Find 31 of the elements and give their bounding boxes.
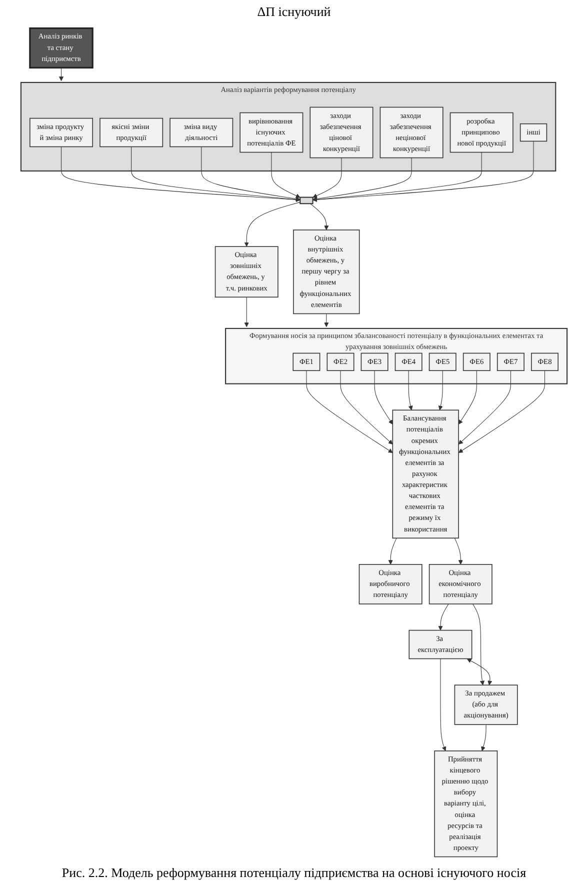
arrow — [481, 724, 486, 752]
arrow — [244, 296, 249, 328]
dimension-label: ΔП існуючий — [257, 4, 331, 19]
arrow — [61, 146, 300, 202]
arrow — [312, 152, 482, 202]
arrow — [312, 140, 534, 202]
arrow — [306, 370, 393, 453]
arrow — [324, 313, 329, 328]
arrow — [310, 203, 329, 230]
arrow — [312, 158, 342, 198]
arrow — [466, 658, 492, 686]
arrow — [458, 370, 511, 444]
arrow — [440, 658, 446, 752]
arrow — [472, 604, 485, 686]
arrow — [454, 538, 463, 565]
arrow — [438, 604, 449, 630]
arrow — [408, 370, 413, 410]
arrow — [201, 146, 300, 202]
arrow — [438, 370, 443, 410]
arrow — [340, 370, 393, 444]
arrow — [244, 202, 300, 247]
arrow — [374, 370, 393, 425]
arrow — [312, 158, 412, 202]
arrow — [58, 67, 64, 82]
node-box — [300, 196, 314, 204]
arrow — [131, 146, 300, 202]
arrow — [388, 538, 397, 565]
arrow — [458, 370, 477, 425]
arrow — [271, 152, 300, 198]
figure-caption: Рис. 2.2. Модель реформування потенціалу підприємства на основі існуючого носія — [60, 864, 528, 882]
arrow — [458, 370, 546, 453]
